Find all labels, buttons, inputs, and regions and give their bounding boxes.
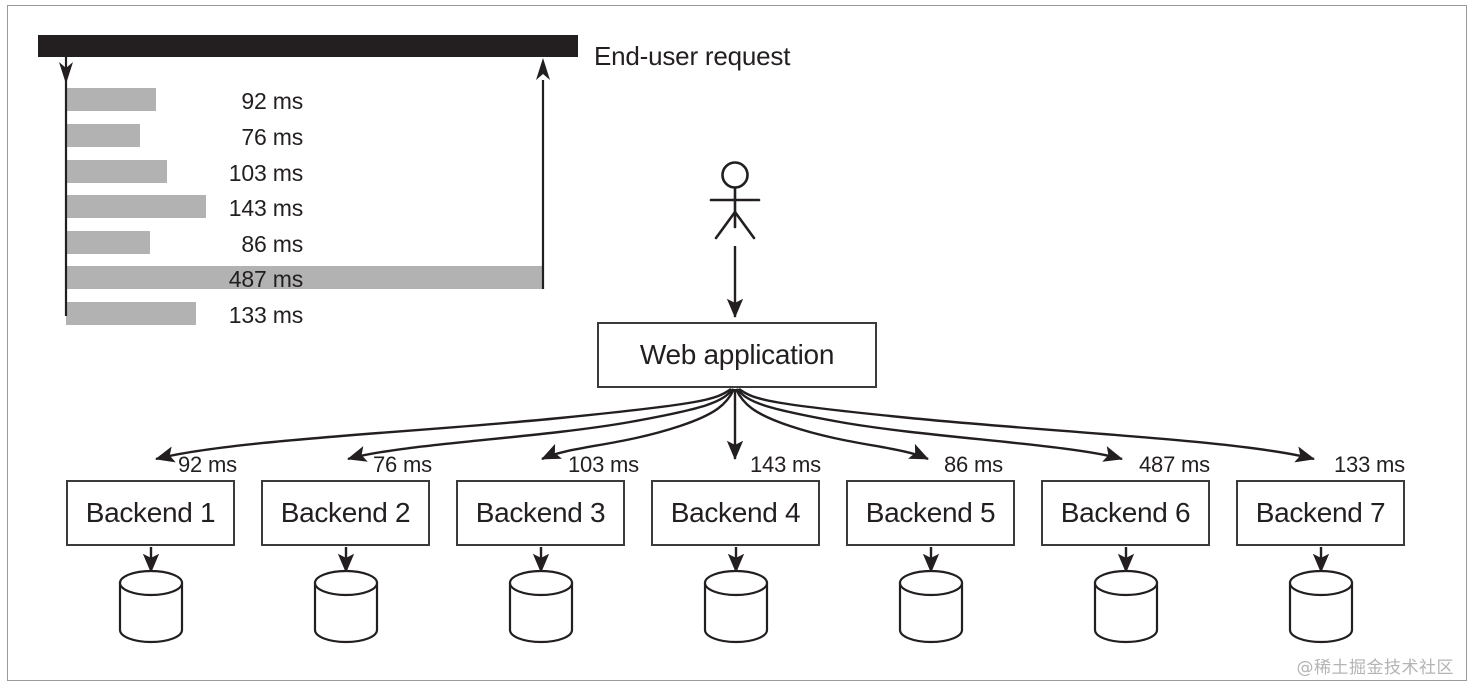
- edge-latency-label-6: 487 ms: [1139, 452, 1210, 477]
- end-user-request-label: End-user request: [594, 41, 791, 71]
- latency-bar-4: [66, 195, 207, 218]
- latency-bar-5: [66, 231, 151, 254]
- backend-to-db-arrows: [142, 547, 1330, 573]
- timeline-start-arrow: [59, 57, 73, 316]
- database-cylinder-1: [118, 569, 184, 644]
- latency-bar-1: [66, 88, 157, 111]
- latency-value-label-1: 92 ms: [241, 88, 303, 114]
- latency-value-label-6: 487 ms: [228, 266, 303, 292]
- latency-value-label-2: 76 ms: [241, 124, 303, 150]
- backend-label-4: Backend 4: [670, 497, 801, 528]
- backend-box-2[interactable]: Backend 2: [261, 480, 430, 546]
- database-cylinder-7: [1288, 569, 1354, 644]
- backend-label-6: Backend 6: [1060, 497, 1191, 528]
- edge-latency-label-3: 103 ms: [568, 452, 639, 477]
- database-cylinders: [118, 569, 1354, 644]
- timeline-end-arrow: [536, 58, 550, 289]
- database-cylinder-3: [508, 569, 574, 644]
- latency-bar-7: [66, 302, 197, 325]
- webapp-to-backend-edges: [155, 388, 1315, 463]
- backend-box-5[interactable]: Backend 5: [846, 480, 1015, 546]
- watermark-text: @稀土掘金技术社区: [1296, 658, 1454, 678]
- edge-webapp-backend-3: [541, 388, 736, 461]
- edge-latency-label-2: 76 ms: [373, 452, 432, 477]
- database-cylinder-4: [703, 569, 769, 644]
- backend-label-5: Backend 5: [865, 497, 996, 528]
- database-cylinder-6: [1093, 569, 1159, 644]
- latency-value-label-7: 133 ms: [228, 302, 303, 328]
- web-application-label: Web application: [639, 339, 835, 370]
- edge-latency-label-5: 86 ms: [944, 452, 1003, 477]
- latency-bar-3: [66, 160, 167, 183]
- backend-label-3: Backend 3: [475, 497, 606, 528]
- backend-box-4[interactable]: Backend 4: [651, 480, 820, 546]
- edge-webapp-backend-2: [347, 388, 734, 462]
- figure-border: [7, 5, 1467, 681]
- latency-value-label-5: 86 ms: [241, 231, 303, 257]
- backend-label-2: Backend 2: [280, 497, 411, 528]
- edge-latency-label-4: 143 ms: [750, 452, 821, 477]
- edge-latency-label-7: 133 ms: [1334, 452, 1405, 477]
- edge-webapp-backend-7: [738, 388, 1315, 463]
- latency-bar-2: [66, 124, 141, 147]
- edge-webapp-backend-1: [155, 388, 732, 463]
- edge-latency-label-1: 92 ms: [178, 452, 237, 477]
- latency-value-label-3: 103 ms: [228, 160, 303, 186]
- end-user-stick-figure: [709, 161, 761, 240]
- latency-bar-6: [66, 266, 543, 289]
- web-application-box[interactable]: Web application: [597, 322, 877, 388]
- backend-label-7: Backend 7: [1255, 497, 1386, 528]
- backend-box-7[interactable]: Backend 7: [1236, 480, 1405, 546]
- end-user-request-bar: [38, 35, 578, 57]
- backend-box-1[interactable]: Backend 1: [66, 480, 235, 546]
- edge-webapp-backend-6: [736, 388, 1123, 462]
- database-cylinder-5: [898, 569, 964, 644]
- latency-value-label-4: 143 ms: [228, 195, 303, 221]
- database-cylinder-2: [313, 569, 379, 644]
- edge-webapp-backend-5: [734, 388, 929, 461]
- backend-label-1: Backend 1: [85, 497, 216, 528]
- backend-box-6[interactable]: Backend 6: [1041, 480, 1210, 546]
- backend-box-3[interactable]: Backend 3: [456, 480, 625, 546]
